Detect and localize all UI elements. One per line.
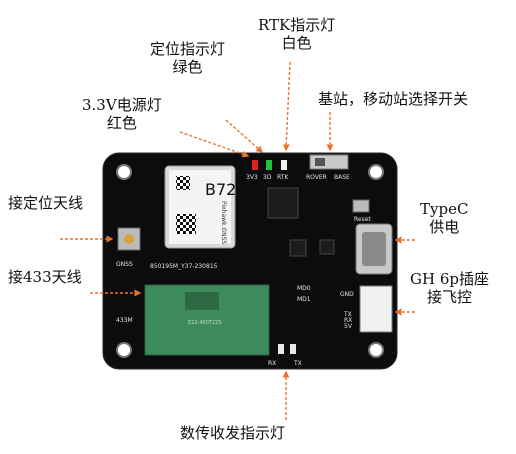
led-3v3 xyxy=(252,160,258,170)
silk-led-rtk: RTK xyxy=(277,174,289,181)
label-gh-connector: GH 6p插座 接飞控 xyxy=(410,270,489,306)
small-chip-2 xyxy=(319,239,335,255)
silk-pin-rx: RX xyxy=(344,317,352,324)
silk-md1: MD1 xyxy=(297,296,311,303)
silk-led-3v3: 3V3 xyxy=(246,174,258,181)
silk-433m: 433M xyxy=(116,317,133,324)
led-rtk xyxy=(281,160,287,170)
silk-tx: TX xyxy=(293,360,302,367)
label-power-led-line2: 红色 xyxy=(106,114,137,132)
arrow-gnss-led xyxy=(225,119,264,153)
silk-pin-tx: TX xyxy=(343,311,352,318)
silk-rx: RX xyxy=(268,360,276,367)
label-rtk-led-line1: RTK指示灯 xyxy=(258,16,336,34)
label-gh-line1: GH 6p插座 xyxy=(410,270,489,288)
small-chip-1 xyxy=(289,239,307,257)
label-gnss-led: 定位指示灯 绿色 xyxy=(150,40,225,76)
mount-hole-tr xyxy=(368,164,384,180)
label-switch: 基站，移动站选择开关 xyxy=(318,90,469,108)
label-gnss-led-line2: 绿色 xyxy=(172,58,203,76)
arrow-rtk-led xyxy=(282,61,291,152)
small-chip-rx xyxy=(278,344,284,354)
rover-base-switch xyxy=(309,154,349,170)
mount-hole-bl xyxy=(116,342,132,358)
silk-base: BASE xyxy=(334,174,350,181)
silk-reset: Reset xyxy=(354,216,371,223)
label-gnss-antenna: 接定位天线 xyxy=(8,194,84,212)
small-chip-tx xyxy=(290,344,296,354)
silk-pin-5v: 5V xyxy=(344,323,353,330)
label-typec: TypeC 供电 xyxy=(420,200,468,236)
silk-led-3d: 3D xyxy=(263,174,272,181)
gnss-module-brand: Pixhawk GNSS xyxy=(220,201,227,244)
reset-button xyxy=(352,199,370,213)
label-rtk-led-line2: 白色 xyxy=(281,34,312,52)
label-typec-line2: 供电 xyxy=(429,218,460,236)
mcu-chip xyxy=(267,187,299,219)
silk-md0: MD0 xyxy=(297,285,311,292)
silk-gnd: GND xyxy=(340,291,354,298)
label-gh-line2: 接飞控 xyxy=(426,288,472,306)
label-data-led: 数传收发指示灯 xyxy=(180,424,286,442)
mount-hole-br xyxy=(368,342,384,358)
label-433-antenna: 接433天线 xyxy=(8,268,82,286)
label-typec-line1: TypeC xyxy=(420,200,469,218)
arrow-power-led xyxy=(179,131,250,158)
label-power-led-line1: 3.3V电源灯 xyxy=(82,96,162,114)
label-gnss-led-line1: 定位指示灯 xyxy=(150,40,226,58)
gnss-module-model: B72 xyxy=(205,180,236,199)
silk-gnss: GNSS xyxy=(116,261,133,268)
gnss-module xyxy=(164,165,236,249)
led-3d xyxy=(266,160,272,170)
gh-connector xyxy=(359,285,393,333)
silk-serial: 850195M_Y37-230815 xyxy=(150,263,218,270)
radio-chip-text: E22-400T22S xyxy=(188,320,221,326)
label-power-led: 3.3V电源灯 红色 xyxy=(82,96,162,132)
mount-hole-tl xyxy=(116,164,132,180)
label-rtk-led: RTK指示灯 白色 xyxy=(258,16,335,52)
silk-rover: ROVER xyxy=(306,174,327,181)
